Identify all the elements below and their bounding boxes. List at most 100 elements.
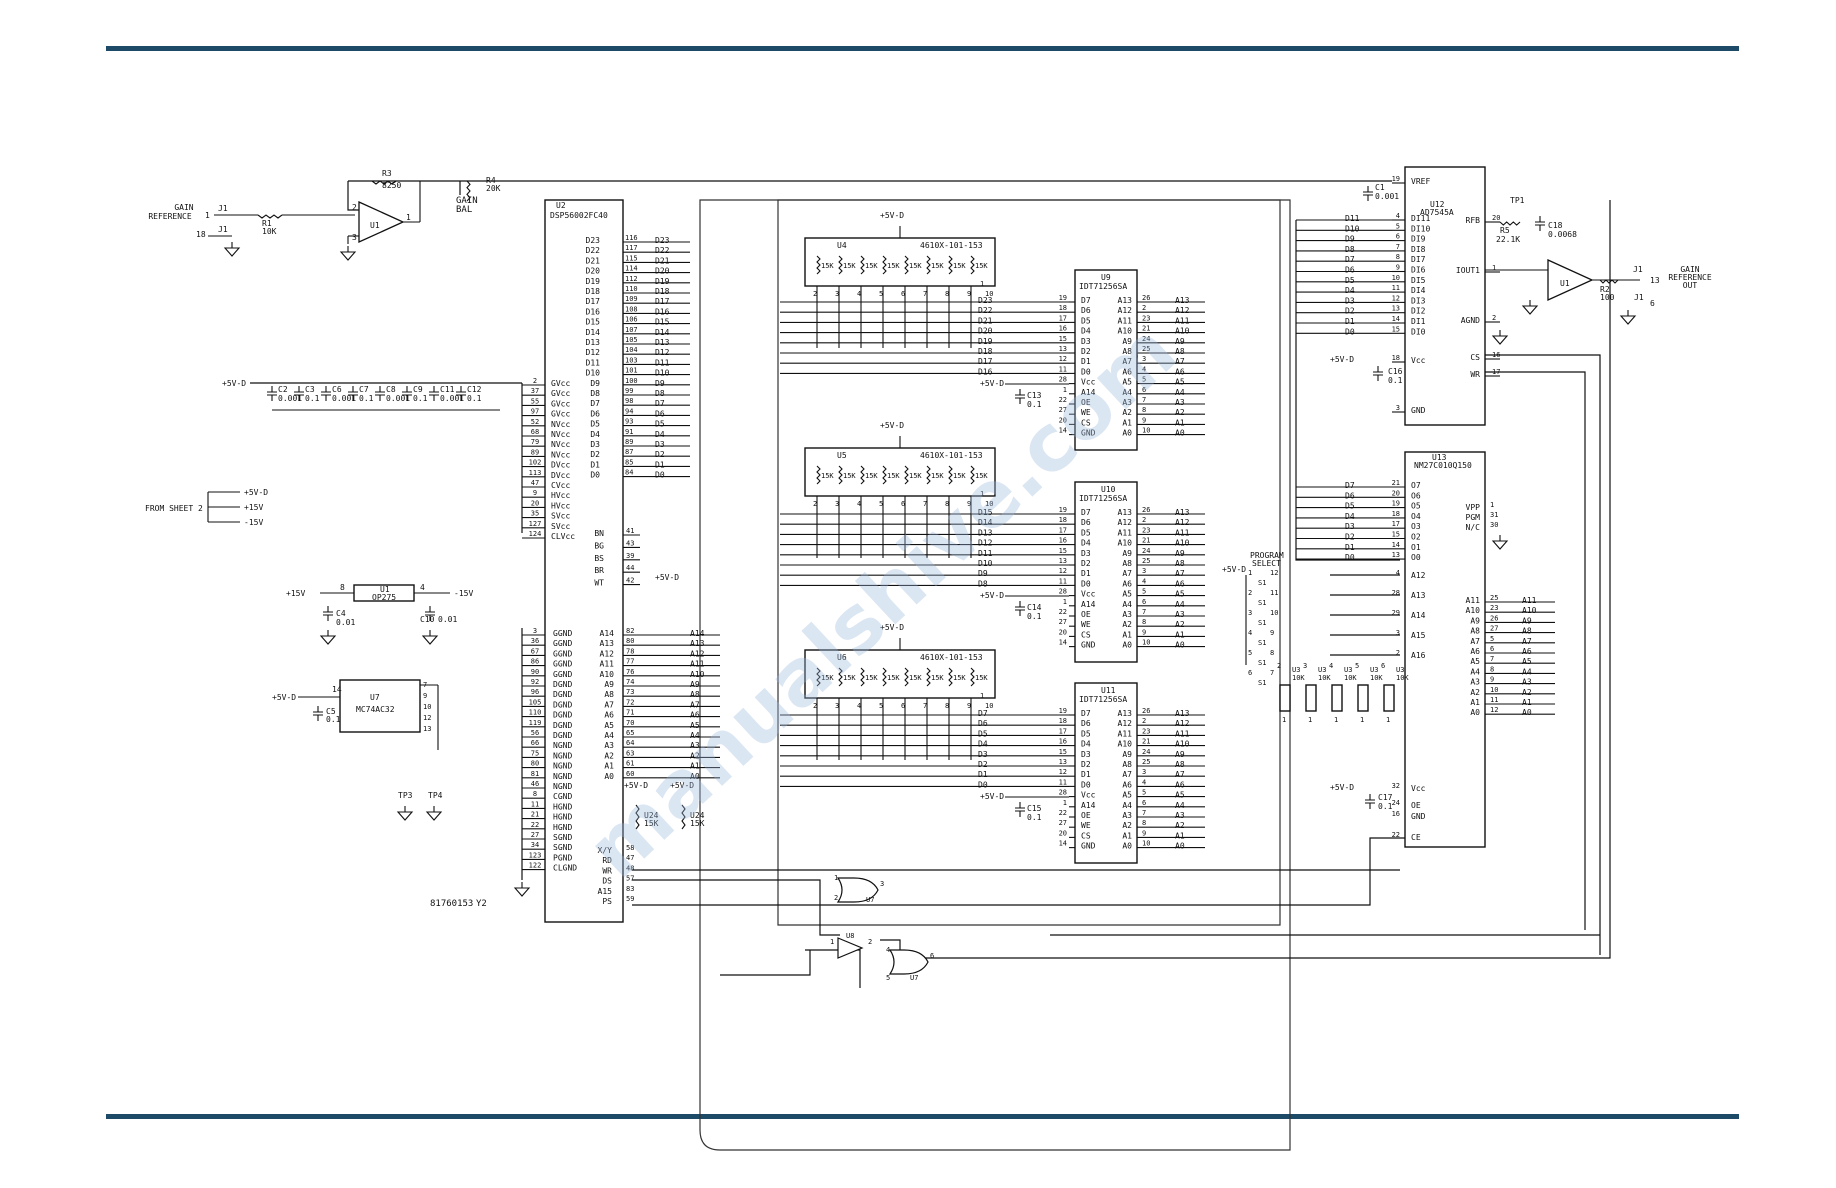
u7b-pin: 5	[886, 974, 890, 982]
sram-right-pin: 3	[1142, 355, 1146, 363]
u2-gnd-name: DGND	[553, 690, 572, 699]
u12-right-name: RFB	[1466, 216, 1481, 225]
sram-right-name: A4	[1122, 388, 1132, 397]
u13-raddr-name: A4	[1470, 667, 1480, 676]
u2-pwr-name: NVcc	[551, 450, 570, 459]
sram-addr-bus: A2	[1175, 620, 1185, 629]
u2-addr-pin: 74	[626, 678, 634, 686]
sram-left-name: D1	[1081, 569, 1091, 578]
u2-addr-pin: 72	[626, 698, 634, 706]
u2-addr-bus: A7	[690, 700, 700, 709]
u24-val: 15K	[690, 819, 705, 828]
pack-val: 15K	[975, 472, 988, 480]
u2-pwr-pin: 9	[533, 489, 537, 497]
u2-data-pin: 105	[625, 336, 638, 344]
sram-addr-bus: A2	[1175, 821, 1185, 830]
sram-right-pin: 6	[1142, 598, 1146, 606]
sram-addr-bus: A6	[1175, 780, 1185, 789]
j1-in-label: J1	[218, 204, 228, 213]
u2-ctl-name: BN	[594, 529, 604, 538]
sram-right-pin: 9	[1142, 628, 1146, 636]
u7-vcc: +5V-D	[272, 693, 296, 702]
sram-left-pin: 11	[1059, 778, 1067, 786]
pack-pin: 10	[985, 290, 993, 298]
ground-symbol	[1521, 300, 1539, 315]
u2-addr-name: A14	[600, 629, 615, 638]
sram-data-bus: D1	[978, 770, 988, 779]
u2-data-name: D0	[590, 471, 600, 480]
sram-left-name: D0	[1081, 367, 1091, 376]
u13-addr-pin: 29	[1392, 609, 1400, 617]
u2-data-bus: D16	[655, 307, 670, 316]
sram-right-name: A5	[1122, 791, 1132, 800]
sram-body	[1074, 269, 1138, 451]
sram-right-pin: 24	[1142, 335, 1150, 343]
c17-val: 0.1	[1378, 802, 1393, 811]
u2-addr-bus: A11	[690, 660, 705, 669]
u3-pin: 1	[1386, 716, 1390, 724]
sram-right-pin: 9	[1142, 829, 1146, 837]
u2-pwr-pin: 47	[531, 479, 539, 487]
capacitor	[1015, 802, 1025, 817]
sram-left-name: Vcc	[1081, 791, 1096, 800]
sram-left-pin: 16	[1059, 537, 1067, 545]
pack-val: 15K	[909, 262, 922, 270]
sram-right-name: A2	[1122, 620, 1132, 629]
u3-pin: 3	[1303, 662, 1307, 670]
sram-data-bus: D13	[978, 528, 993, 537]
sram-addr-bus: A0	[1175, 429, 1185, 438]
u2-part: DSP56002FC40	[550, 211, 608, 220]
sram-right-name: A6	[1122, 780, 1132, 789]
u13-raddr-bus: A5	[1522, 657, 1532, 666]
sram-left-name: D5	[1081, 316, 1091, 325]
pack-val: 15K	[821, 472, 834, 480]
sram-right-pin: 6	[1142, 386, 1146, 394]
u13-data-pin: 19	[1392, 500, 1400, 508]
sram-right-name: A8	[1122, 347, 1132, 356]
u12-right-name: IOUT1	[1456, 266, 1480, 275]
sram-right-name: A12	[1118, 719, 1133, 728]
u2-addr-name: A1	[604, 762, 614, 771]
cap-val: 0.001	[440, 394, 464, 403]
u7a-pin: 3	[880, 880, 884, 888]
u2-gnd-name: SGND	[553, 833, 572, 842]
sram-left-name: OE	[1081, 811, 1091, 820]
u13-raddr-pin: 11	[1490, 696, 1498, 704]
u12-left-pin: 12	[1392, 294, 1400, 302]
u2-gnd-name: DGND	[553, 721, 572, 730]
u2-pwr-pin: 52	[531, 418, 539, 426]
u7a-pin: 1	[834, 874, 838, 882]
c5-val: 0.1	[326, 715, 341, 724]
u2-data-pin: 85	[625, 458, 633, 466]
sram-left-pin: 18	[1059, 304, 1067, 312]
u2-data-name: D10	[586, 369, 601, 378]
u13-data-bus: D7	[1345, 481, 1355, 490]
sram-right-name: A13	[1118, 296, 1133, 305]
sram-left-name: D0	[1081, 780, 1091, 789]
sram-cap-ref: C15	[1027, 804, 1042, 813]
u2-addr-bus: A3	[690, 741, 700, 750]
u2-data-name: D22	[586, 246, 601, 255]
u2-data-pin: 112	[625, 275, 638, 283]
u2-pwr-name: HVcc	[551, 491, 570, 500]
u12-left-pin: 6	[1396, 233, 1400, 241]
sram-right-name: A5	[1122, 378, 1132, 387]
pack-pin: 4	[857, 290, 861, 298]
decoupling-capacitor	[456, 386, 466, 401]
sram-right-name: A9	[1122, 750, 1132, 759]
u12-left-pin: 19	[1392, 175, 1400, 183]
u2-pwr-pin: 2	[533, 377, 537, 385]
j1-out-pin: 13	[1650, 276, 1660, 285]
u2-gnd-name: PGND	[553, 853, 572, 862]
cap-ref: C7	[359, 385, 369, 394]
cap-val: 0.1	[305, 394, 320, 403]
resistor	[838, 667, 843, 687]
pack-part: 4610X-101-153	[920, 653, 983, 662]
u2-data-bus: D11	[655, 358, 670, 367]
sram-right-name: A4	[1122, 600, 1132, 609]
u2-ctl-name: RD	[602, 856, 612, 865]
sram-left-name: D5	[1081, 729, 1091, 738]
sram-addr-bus: A11	[1175, 729, 1190, 738]
switch-pin: 10	[1270, 609, 1278, 617]
sram-right-name: A12	[1118, 306, 1133, 315]
